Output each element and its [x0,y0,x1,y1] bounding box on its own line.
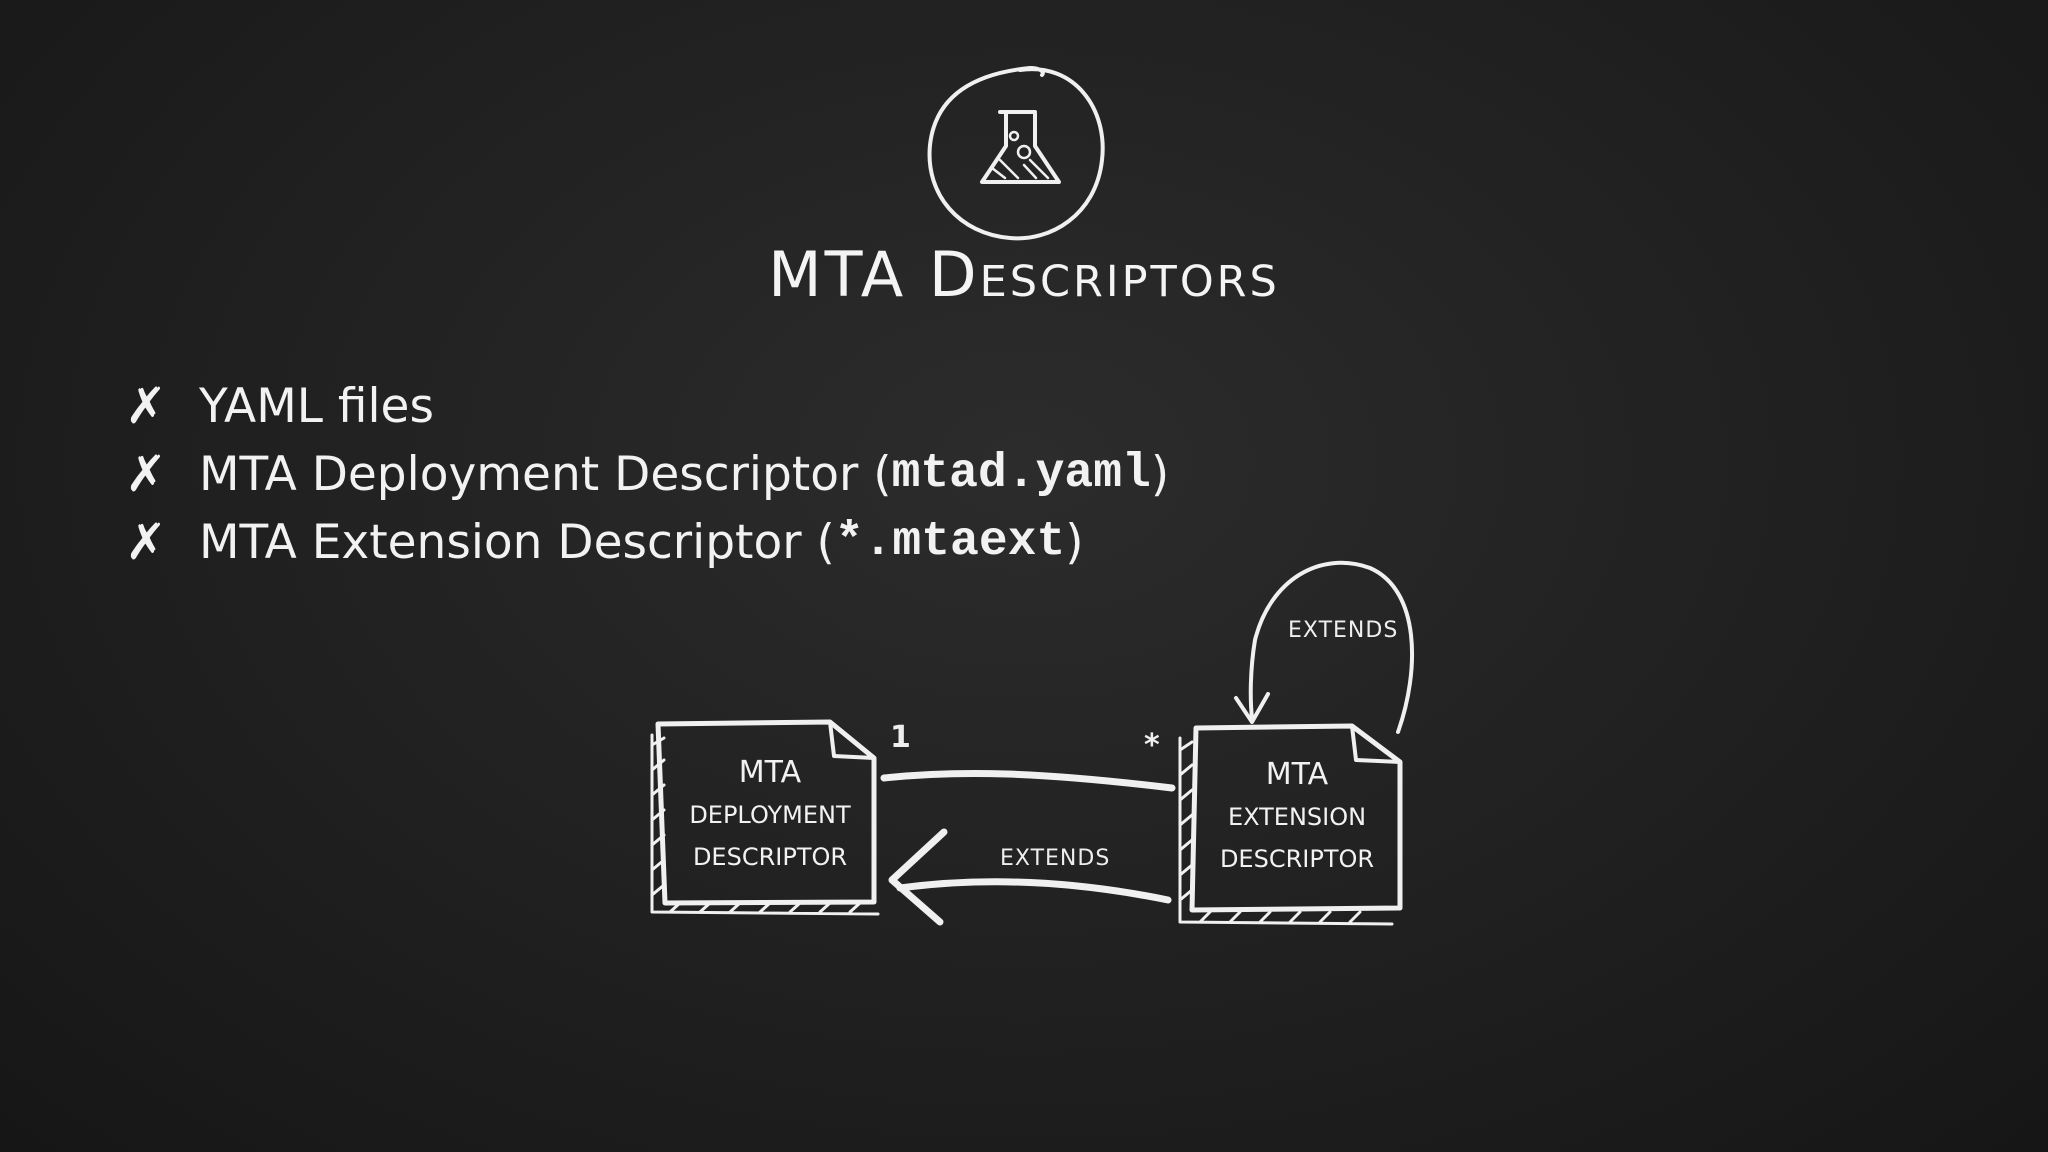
doc-label-line: descriptor [1219,845,1375,873]
deployment-descriptor-doc [650,719,880,916]
cross-mark-icon: ✗ [125,377,167,435]
self-extends-loop [1234,560,1415,734]
cross-mark-icon: ✗ [125,445,167,503]
deployment-descriptor-label: MTA deployment descriptor [668,752,872,878]
bullet-suffix: ) [1065,514,1084,570]
extends-arrow [888,828,1172,926]
bullet-text: MTA Deployment Descriptor ( [199,446,892,502]
bullet-list: ✗ YAML files ✗ MTA Deployment Descriptor… [125,372,1169,576]
page-title: MTA Descriptors [768,238,1280,311]
doc-label-line: MTA [1265,757,1329,792]
bullet-code: mtad.yaml [891,447,1151,501]
doc-label-line: extension [1227,803,1367,831]
bullet-text: YAML files [199,378,434,434]
extension-descriptor-label: MTA extension descriptor [1196,754,1398,880]
bullet-item: ✗ MTA Deployment Descriptor (mtad.yaml) [125,440,1169,508]
doc-label-line: deployment [689,801,851,829]
multiplicity-one: 1 [890,720,911,755]
bullet-suffix: ) [1150,446,1170,502]
doc-label-line: MTA [738,755,802,790]
multiplicity-many: * [1144,728,1160,763]
bullet-item: ✗ YAML files [125,372,1169,440]
self-extends-label: extends [1288,618,1399,643]
extends-edge-label: extends [1000,846,1111,871]
bullet-code: *.mtaext [834,515,1066,569]
cross-mark-icon: ✗ [125,513,167,571]
extension-descriptor-doc [1178,723,1403,926]
bullet-item: ✗ MTA Extension Descriptor (*.mtaext) [125,508,1169,576]
doc-label-line: descriptor [692,843,848,871]
bullet-text: MTA Extension Descriptor ( [199,514,835,570]
association-line [880,769,1176,792]
flask-icon [927,66,1105,241]
